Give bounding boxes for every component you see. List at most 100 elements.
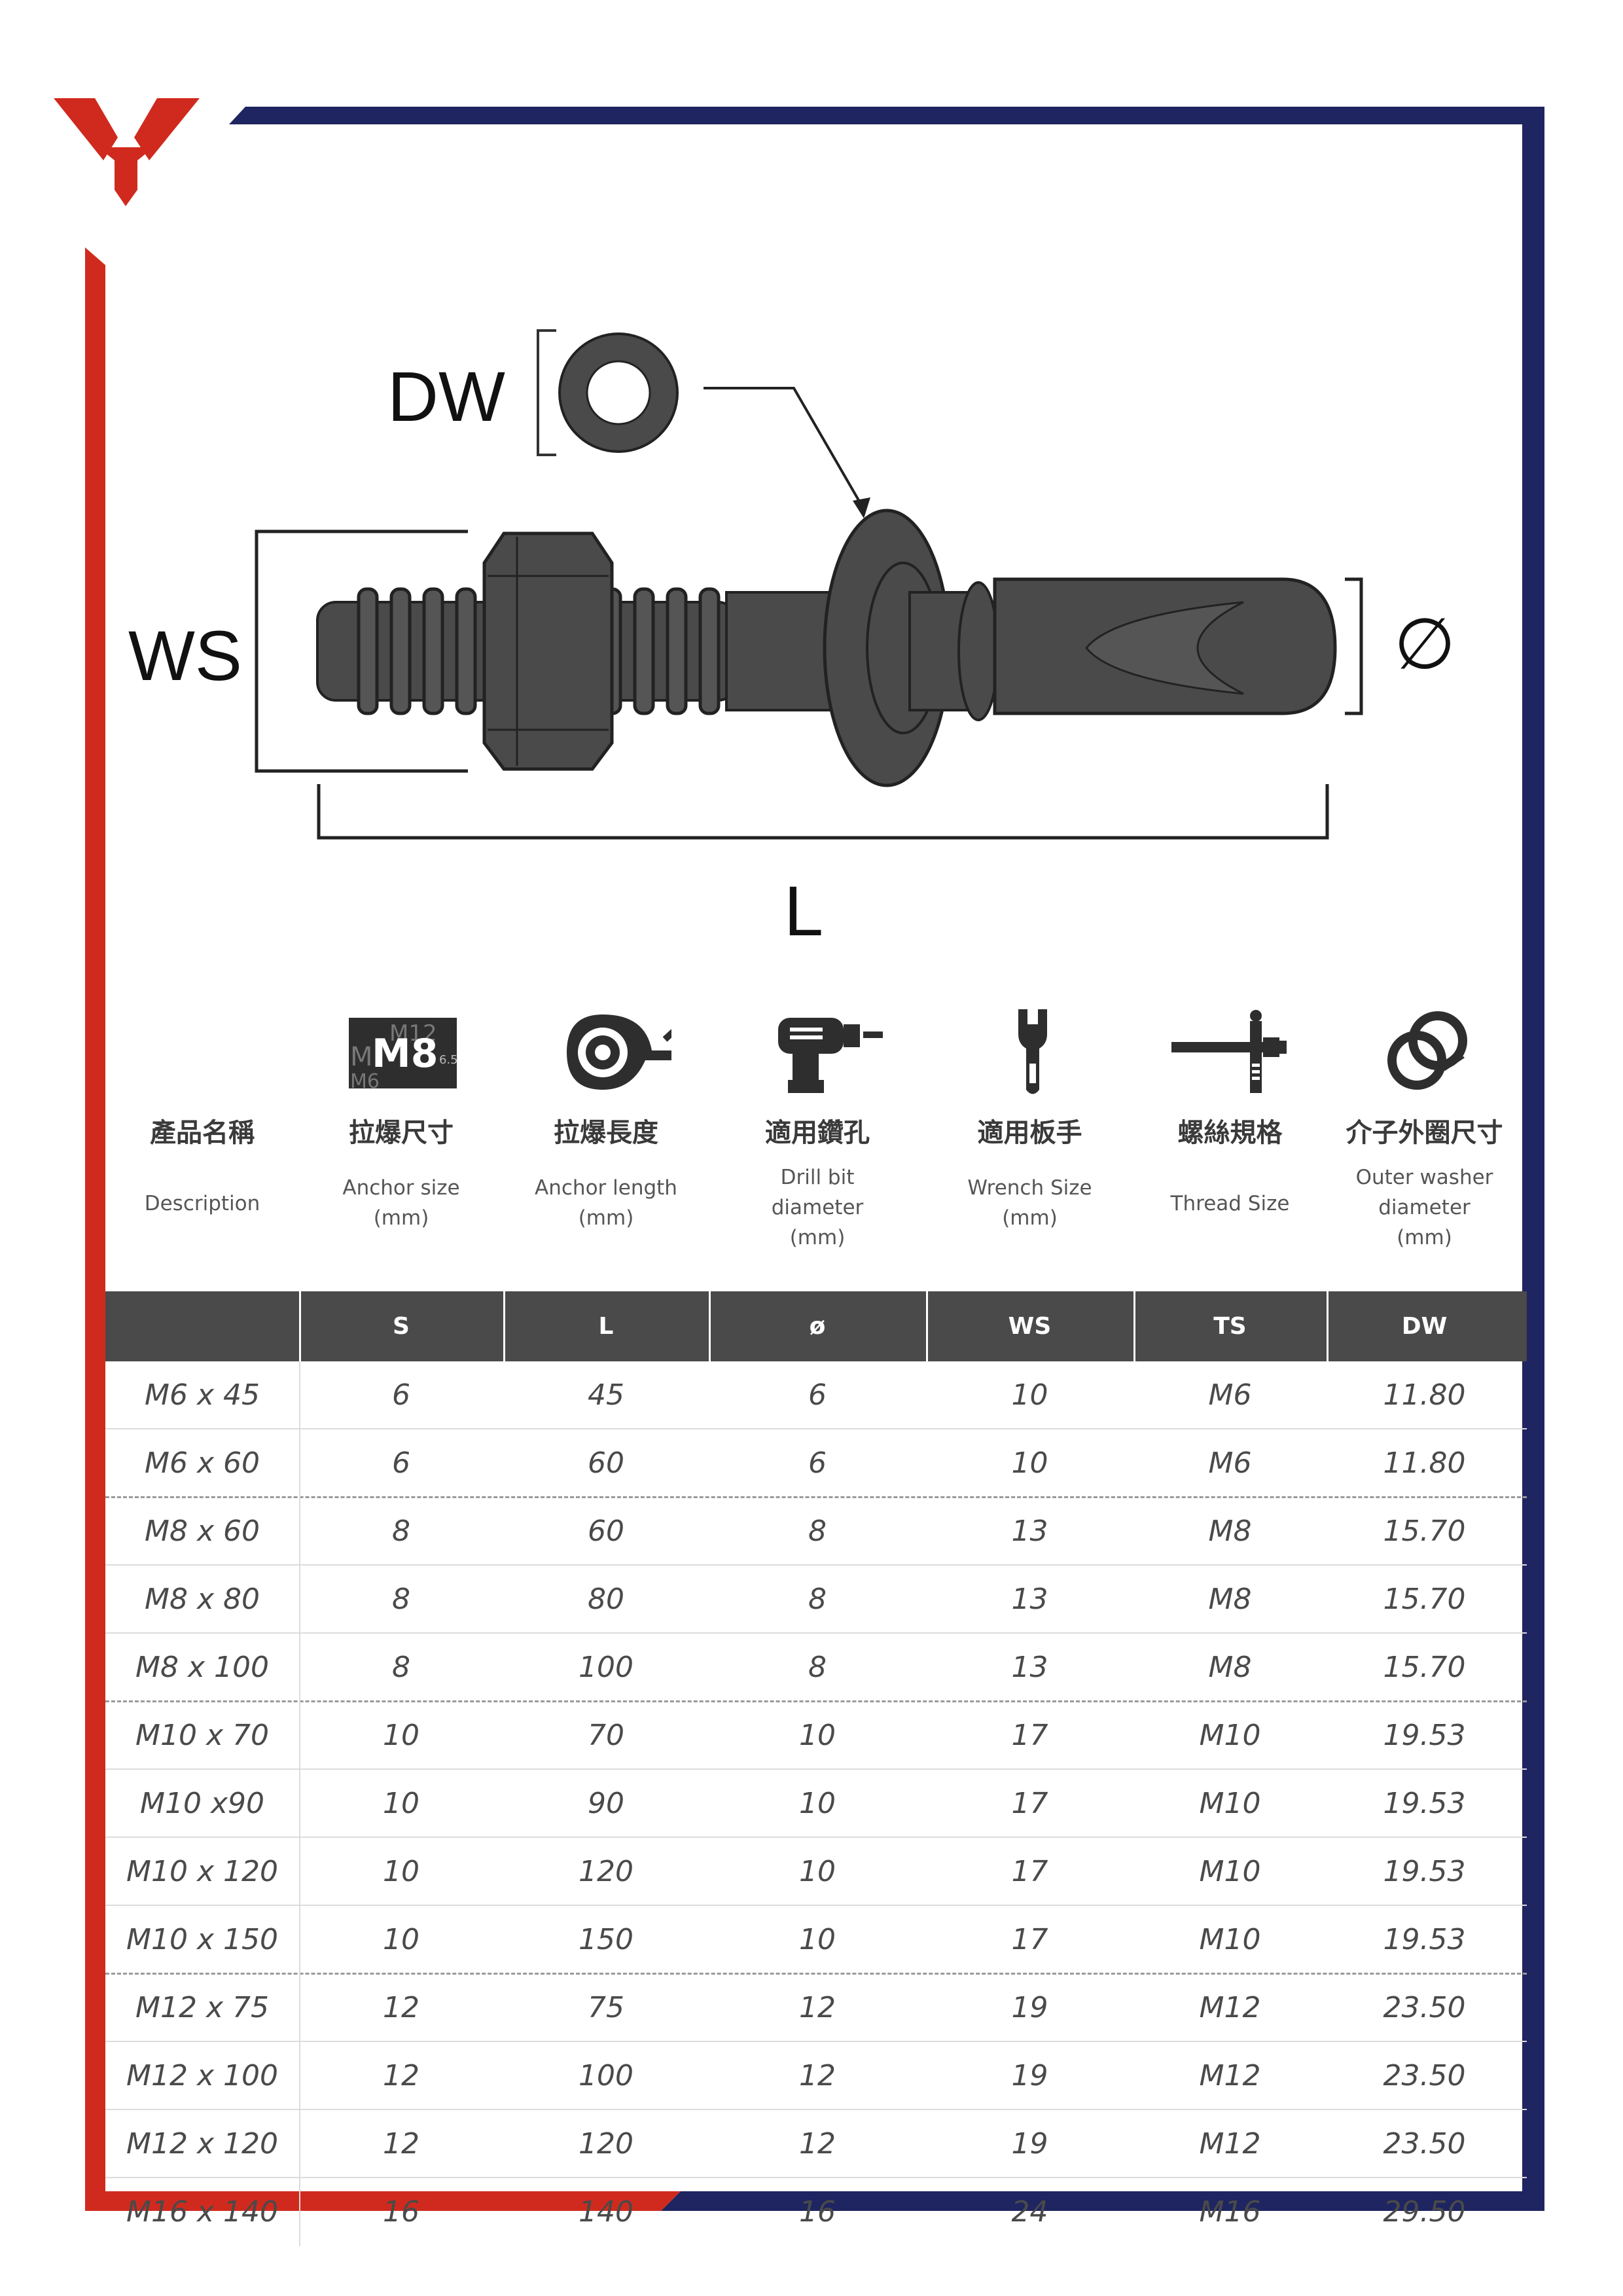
cell-drill-diameter: 10 [799, 1787, 836, 1820]
cell-washer-diameter: 15.70 [1383, 1515, 1466, 1548]
badge-main: M8 [372, 1031, 438, 1077]
row-divider [105, 1768, 1527, 1770]
wt-logo [54, 98, 200, 206]
cell-drill-diameter: 8 [808, 1583, 827, 1616]
badge-ghost-bottom: M6 [350, 1070, 380, 1093]
col-en-label: Outer washer diameter (mm) [1355, 1166, 1493, 1249]
cell-anchor-length: 140 [579, 2195, 633, 2229]
row-divider [105, 1905, 1527, 1906]
cell-anchor-length: 60 [588, 1515, 624, 1548]
col-header-wrench-size: 適用板手 Wrench Size (mm) [926, 1001, 1133, 1233]
cell-anchor-size: 10 [383, 1855, 419, 1888]
diameter-label: ∅ [1394, 604, 1456, 683]
cell-washer-diameter: 15.70 [1383, 1651, 1466, 1684]
th-separator [1327, 1291, 1329, 1361]
cell-thread-size: M12 [1199, 2059, 1261, 2092]
group-dashed-divider [105, 1973, 1527, 1975]
col-en-label: Thread Size [1170, 1192, 1290, 1215]
frame-bottom-navy [661, 2191, 1544, 2211]
cell-drill-diameter: 12 [799, 2127, 836, 2161]
badge-ghost-top: M12 [389, 1020, 437, 1047]
cell-wrench-size: 13 [1011, 1583, 1048, 1616]
cell-thread-size: M10 [1199, 1719, 1261, 1752]
cell-wrench-size: 24 [1011, 2195, 1048, 2229]
frame-bottom-red [85, 2191, 681, 2211]
cell-anchor-size: 10 [383, 1787, 419, 1820]
col-zh-label: 拉爆尺寸 [349, 1118, 454, 1148]
cell-drill-diameter: 10 [799, 1923, 836, 1956]
caliper-icon [1165, 1001, 1296, 1100]
cell-thread-size: M8 [1208, 1583, 1252, 1616]
col-zh-label: 適用板手 [977, 1118, 1082, 1148]
cell-drill-diameter: 16 [799, 2195, 836, 2229]
cell-wrench-size: 10 [1011, 1378, 1048, 1412]
cell-anchor-size: 8 [392, 1651, 410, 1684]
cell-anchor-size: 10 [383, 1923, 419, 1956]
cell-drill-diameter: 6 [808, 1446, 827, 1480]
row-divider [105, 1837, 1527, 1838]
cell-wrench-size: 17 [1011, 1787, 1048, 1820]
cell-anchor-length: 100 [579, 1651, 633, 1684]
description-column-divider [299, 1361, 300, 2246]
cell-anchor-size: 10 [383, 1719, 419, 1752]
col-en-label: Description [144, 1192, 260, 1215]
cell-washer-diameter: 29.50 [1383, 2195, 1466, 2229]
th-description [105, 1291, 299, 1361]
cell-thread-size: M10 [1199, 1923, 1261, 1956]
frame-top-navy [229, 107, 1544, 124]
cell-washer-diameter: 11.80 [1383, 1446, 1466, 1480]
cell-drill-diameter: 6 [808, 1378, 827, 1412]
dw-label: DW [387, 357, 505, 436]
cell-thread-size: M8 [1208, 1515, 1252, 1548]
cell-description: M6 x 45 [145, 1378, 260, 1412]
cell-thread-size: M6 [1208, 1446, 1252, 1480]
cell-drill-diameter: 8 [808, 1515, 827, 1548]
cell-wrench-size: 10 [1011, 1446, 1048, 1480]
col-zh-label: 適用鑽孔 [765, 1118, 870, 1148]
frame-left-red [85, 247, 105, 2211]
dw-arrow-head [853, 497, 870, 518]
cell-wrench-size: 19 [1011, 1991, 1048, 2024]
col-zh-label: 拉爆長度 [554, 1118, 658, 1148]
th-anchor-size: S [393, 1313, 410, 1340]
col-header-drill-diameter: 適用鑽孔 Drill bit diameter (mm) [709, 1001, 926, 1253]
cell-description: M12 x 120 [126, 2127, 278, 2161]
cell-thread-size: M12 [1199, 1991, 1261, 2024]
cell-wrench-size: 17 [1011, 1855, 1048, 1888]
wrench-icon [965, 1001, 1096, 1100]
cell-anchor-size: 6 [392, 1446, 410, 1480]
th-separator [926, 1291, 928, 1361]
cell-anchor-size: 16 [383, 2195, 419, 2229]
ws-label: WS [128, 616, 242, 695]
th-washer-diameter: DW [1401, 1313, 1448, 1340]
cell-washer-diameter: 19.53 [1383, 1923, 1466, 1956]
th-separator [709, 1291, 711, 1361]
th-separator [1133, 1291, 1135, 1361]
cell-anchor-length: 150 [579, 1923, 633, 1956]
cell-anchor-length: 120 [579, 1855, 633, 1888]
cell-description: M8 x 60 [145, 1515, 260, 1548]
cell-anchor-length: 75 [588, 1991, 624, 2024]
col-header-thread-size: 螺絲規格 Thread Size [1133, 1001, 1327, 1219]
col-en-label: Wrench Size (mm) [967, 1176, 1092, 1230]
cell-anchor-length: 100 [579, 2059, 633, 2092]
anchor-bolt-diagram [255, 329, 1363, 840]
cell-anchor-length: 60 [588, 1446, 624, 1480]
cell-thread-size: M6 [1208, 1378, 1252, 1412]
col-en-label: Anchor size (mm) [342, 1176, 460, 1230]
cell-description: M10 x 120 [126, 1855, 278, 1888]
cell-anchor-length: 70 [588, 1719, 624, 1752]
badge-sub: 6.5 [439, 1053, 458, 1067]
cell-description: M16 x 140 [126, 2195, 278, 2229]
cell-wrench-size: 17 [1011, 1923, 1048, 1956]
ws-bracket [255, 529, 468, 773]
